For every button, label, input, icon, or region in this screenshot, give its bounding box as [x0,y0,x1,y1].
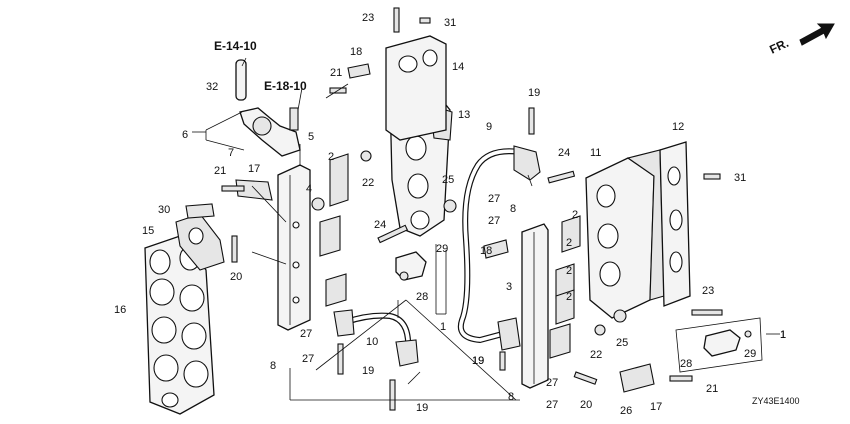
callout-label: 28 [680,358,692,370]
manifold-gasket-14 [385,35,447,141]
callout-label: 15 [142,225,154,237]
callout-label: 8 [508,391,514,403]
section-references: E-14-10 E-18-10 [214,39,307,93]
reference-e-14-10[interactable]: E-14-10 [214,39,257,53]
callout-label: 30 [158,204,170,216]
callout-label: 12 [672,121,684,133]
callout-label: 19 [472,355,484,367]
callout-label: 19 [472,355,484,367]
callout-label: 8 [510,203,516,215]
callout-label: 18 [350,46,362,58]
callout-label: 24 [558,147,570,159]
callout-label: 14 [452,61,464,73]
intake-gasket-left [144,235,215,415]
clamps-misc [185,63,655,393]
callout-label: 29 [436,243,448,255]
brackets-left [235,153,349,307]
callout-label: 2 [566,291,572,303]
callout-label: 25 [442,174,454,186]
fuel-hose [457,145,541,351]
callout-label: 2 [566,265,572,277]
callout-label: 23 [702,285,714,297]
callout-label: 3 [506,281,512,293]
callout-label: 32 [206,81,218,93]
callout-label: 4 [306,183,312,195]
callout-label: 9 [486,121,492,133]
callout-label: 5 [308,131,314,143]
callout-label: 31 [444,17,456,29]
leader-lines [192,57,780,401]
callout-label: 17 [650,401,662,413]
callout-label: 1 [440,321,446,333]
callout-label: 22 [362,177,374,189]
injector-kit-box [675,317,763,373]
callout-label: 27 [546,399,558,411]
front-direction-arrow: FR. [767,23,835,57]
callout-label: 28 [416,291,428,303]
callout-label: 29 [744,348,756,360]
callout-label: 1 [780,329,786,341]
callout-label: 26 [620,405,632,417]
callout-label: 20 [230,271,242,283]
callout-label: 2 [572,209,578,221]
callout-label: 21 [214,165,226,177]
bolts [221,7,723,411]
callout-label: 2 [566,237,572,249]
brackets-right [549,215,581,359]
callout-label: 21 [330,67,342,79]
callout-label: 11 [590,147,601,159]
callout-label: 10 [366,336,378,348]
callout-label: 23 [362,12,374,24]
callout-label: 22 [590,349,602,361]
diagram-code: ZY43E1400 [752,396,800,406]
callout-label: 20 [580,399,592,411]
return-hose [333,309,419,367]
callout-label: 27 [546,377,558,389]
fuel-rail-right [521,223,549,389]
callout-label: 24 [374,219,386,231]
manifold-gasket-12 [659,141,691,307]
intake-manifold-right [585,149,665,319]
callout-label: 17 [248,163,260,175]
callout-label: 16 [114,304,126,316]
callout-label: 27 [488,215,500,227]
callout-label: 2 [328,151,334,163]
injector-center [395,251,427,281]
pressure-regulator [235,59,301,157]
callout-label: 1 [780,329,786,341]
direction-label: FR. [767,36,790,57]
callout-label: 31 [734,172,746,184]
callout-labels: 23 31 18 14 21 32 6 7 13 5 17 2 22 25 21… [114,12,786,417]
callout-label: 7 [228,147,234,159]
callout-label: 19 [416,402,428,414]
callout-label: 6 [182,129,188,141]
callout-label: 21 [706,383,718,395]
callout-label: 27 [488,193,500,205]
callout-label: 13 [458,109,470,121]
callout-label: 27 [302,353,314,365]
callout-label: 19 [528,87,540,99]
callout-label: 27 [300,328,312,340]
callout-label: 8 [270,360,276,372]
callout-label: 19 [362,365,374,377]
reference-e-18-10[interactable]: E-18-10 [264,79,307,93]
callout-label: 25 [616,337,628,349]
callout-label: 18 [480,245,492,257]
